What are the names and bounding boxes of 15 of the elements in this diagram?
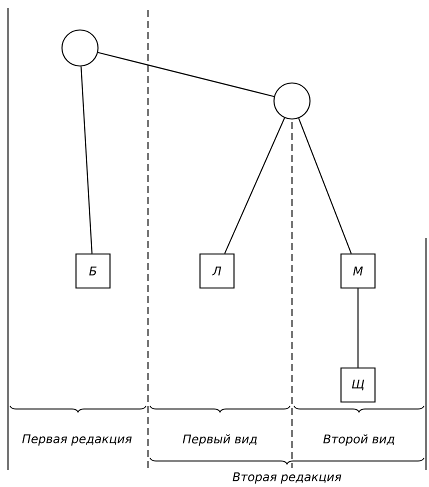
connector-line bbox=[298, 118, 352, 254]
letter-box: Щ bbox=[340, 367, 376, 403]
circle-node bbox=[273, 82, 311, 120]
circle-node bbox=[61, 29, 99, 67]
section-label: Вторая редакция bbox=[232, 472, 342, 484]
section-label: Второй вид bbox=[323, 434, 394, 446]
connector-line bbox=[80, 66, 93, 254]
connector-line bbox=[224, 118, 286, 254]
letter-box: Б bbox=[75, 253, 111, 289]
section-label: Первый вид bbox=[182, 434, 257, 446]
letter-box: М bbox=[340, 253, 376, 289]
connector-line bbox=[357, 288, 359, 368]
section-label: Первая редакция bbox=[22, 434, 132, 446]
connector-line bbox=[98, 52, 274, 98]
letter-box: Л bbox=[199, 253, 235, 289]
